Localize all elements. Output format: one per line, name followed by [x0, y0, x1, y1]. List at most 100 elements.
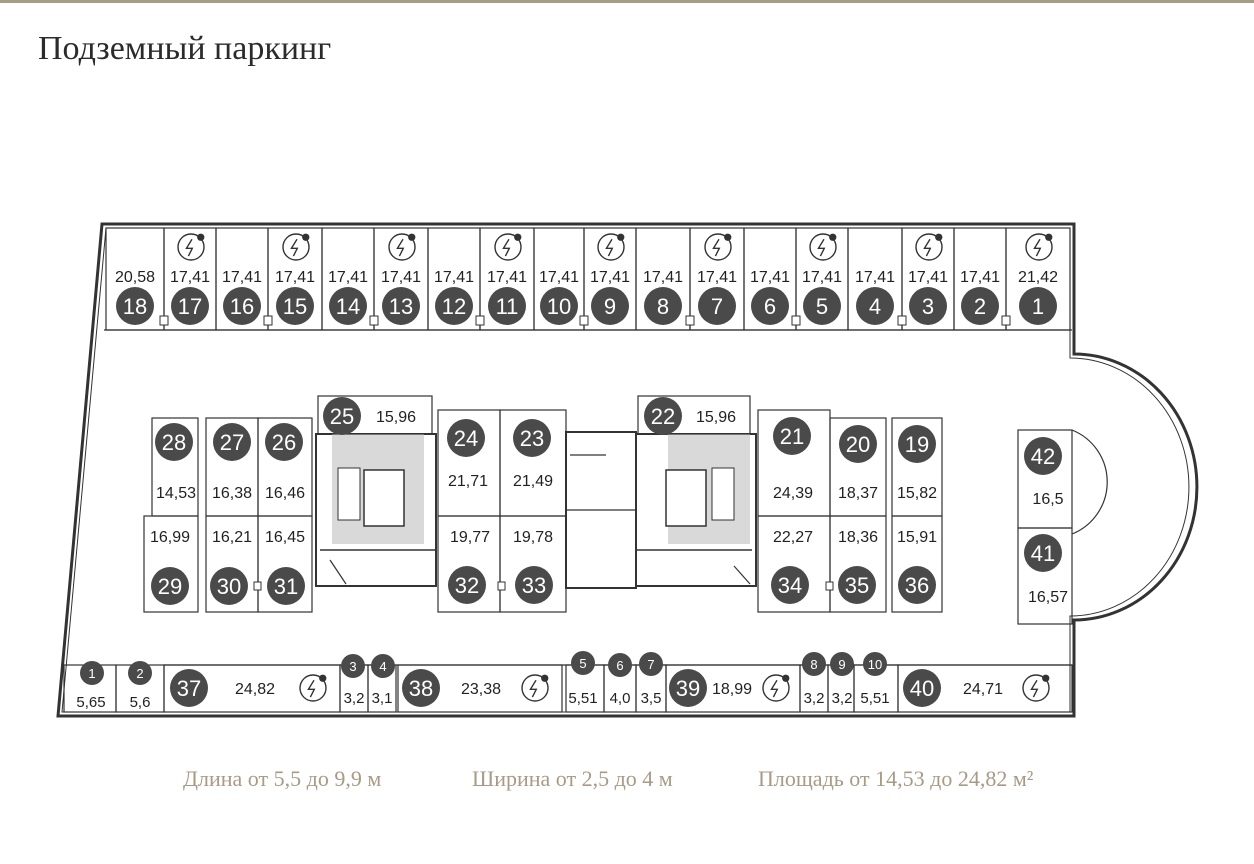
spot-number: 36 [905, 573, 929, 598]
spot-area: 22,27 [773, 529, 813, 546]
spot-number: 3 [922, 294, 934, 319]
spot-number-badge [323, 397, 361, 435]
parking-spot-39[interactable]: 39 18,99 [665, 664, 801, 713]
spot-number-badge [170, 669, 208, 707]
storage-number-badge [802, 652, 826, 676]
ev-charger-icon [809, 233, 837, 261]
spot-number: 6 [764, 294, 776, 319]
storage-units: 15,6525,633,243,155,5164,073,583,293,210… [63, 651, 899, 713]
spot-area: 24,39 [773, 485, 813, 502]
storage-number: 10 [868, 657, 882, 672]
storage-number-badge [571, 651, 595, 675]
storage-unit-1[interactable]: 15,65 [63, 661, 117, 713]
parking-spot-1[interactable]: 121,42 [1005, 227, 1071, 331]
spot-area: 17,41 [802, 269, 842, 286]
ev-charger-icon [299, 674, 327, 702]
storage-area: 3,5 [641, 690, 662, 707]
parking-spot-4[interactable]: 417,41 [847, 227, 903, 331]
parking-spot-5[interactable]: 517,41 [795, 227, 849, 331]
spot-number: 42 [1031, 444, 1055, 469]
storage-area: 5,6 [130, 694, 151, 711]
spot-number-badge [909, 287, 947, 325]
spot-number: 24 [454, 426, 478, 451]
spot-number: 18 [123, 294, 147, 319]
spot-area: 14,53 [156, 485, 196, 502]
spot-area: 17,41 [222, 269, 262, 286]
stair-core-left [315, 433, 437, 587]
parking-spot-6[interactable]: 617,41 [743, 227, 797, 331]
spot-number-badge [448, 566, 486, 604]
ev-charger-icon [762, 674, 790, 702]
parking-spot-9[interactable]: 917,41 [583, 227, 637, 331]
spot-area: 17,41 [275, 269, 315, 286]
storage-unit-6[interactable]: 64,0 [603, 653, 637, 713]
spot-area: 17,41 [381, 269, 421, 286]
spot-area: 16,45 [265, 529, 305, 546]
top-divider [0, 0, 1254, 3]
spot-number: 9 [604, 294, 616, 319]
storage-unit-3[interactable]: 33,2 [339, 654, 369, 713]
spot-number-badge [435, 287, 473, 325]
storage-unit-8[interactable]: 83,2 [799, 652, 829, 713]
storage-unit-7[interactable]: 73,5 [635, 652, 667, 713]
parking-spot-3[interactable]: 317,41 [901, 227, 955, 331]
parking-spot-2[interactable]: 217,41 [953, 227, 1007, 331]
spot-area: 18,99 [712, 681, 752, 698]
spot-area: 15,96 [696, 409, 736, 426]
parking-spot-7[interactable]: 717,41 [689, 227, 745, 331]
spot-number-badge [265, 423, 303, 461]
spot-outline [1017, 527, 1073, 625]
page-title: Подземный паркинг [38, 30, 332, 67]
storage-unit-9[interactable]: 93,2 [827, 652, 855, 713]
storage-unit-5[interactable]: 55,51 [565, 651, 605, 713]
spot-number-badge [898, 566, 936, 604]
spot-number-badge [447, 419, 485, 457]
parking-spots: 1820,581717,411617,411517,411417,411317,… [105, 227, 1073, 713]
spot-number-badge [839, 425, 877, 463]
spot-number-badge [698, 287, 736, 325]
spot-number: 38 [409, 676, 433, 701]
ev-charger-icon [1025, 233, 1053, 261]
parking-spot-8[interactable]: 817,41 [635, 227, 691, 331]
spot-number: 39 [676, 676, 700, 701]
storage-number: 2 [136, 666, 143, 681]
storage-unit-10[interactable]: 105,51 [853, 652, 899, 713]
storage-unit-4[interactable]: 43,1 [367, 654, 397, 713]
storage-unit-2[interactable]: 25,6 [115, 661, 165, 713]
spot-area: 16,46 [265, 485, 305, 502]
spot-number: 29 [158, 574, 182, 599]
